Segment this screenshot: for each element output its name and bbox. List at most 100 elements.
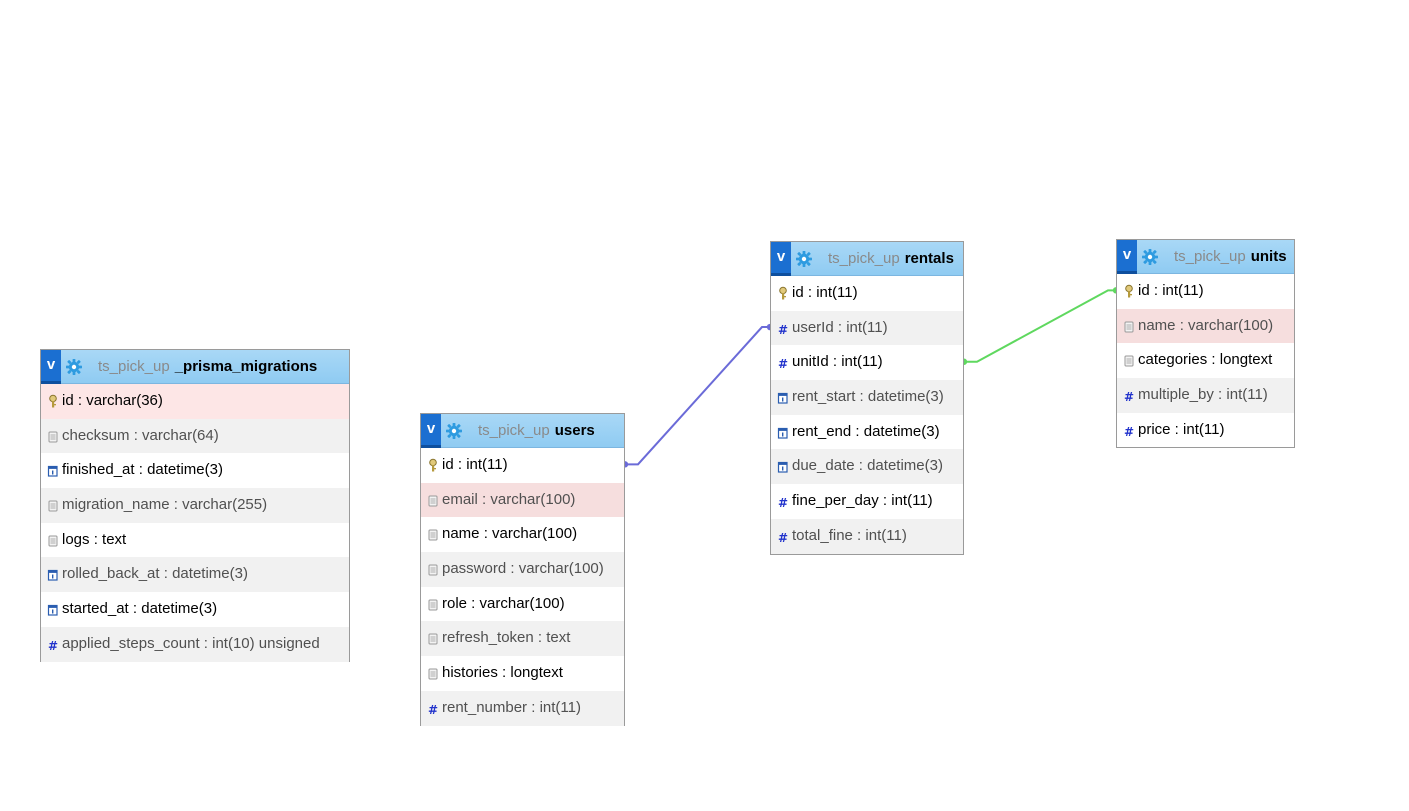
hash-icon: # [47,627,59,662]
column-row[interactable]: due_date : datetime(3) [771,449,963,485]
column-type: datetime(3) [141,600,218,618]
table-name: units [1250,248,1287,265]
column-row[interactable]: role : varchar(100) [421,587,624,622]
gear-icon[interactable] [65,358,83,376]
column-row[interactable]: logs : text [41,523,349,558]
column-separator: : [134,461,148,479]
column-row[interactable]: #userId : int(11) [771,310,963,346]
column-row[interactable]: checksum : varchar(64) [41,418,349,454]
column-row[interactable]: rolled_back_at : datetime(3) [41,557,349,593]
column-type: longtext [510,664,563,682]
column-type: varchar(100) [518,560,604,578]
column-row[interactable]: #price : int(11) [1117,413,1294,448]
collapse-toggle-button[interactable]: v [41,350,61,384]
column-type: text [102,530,127,548]
column-type: int(11) [865,526,907,544]
column-name: logs [62,530,90,548]
gear-icon[interactable] [795,250,813,268]
column-name: histories [442,664,498,682]
svg-text:#: # [1124,425,1134,439]
text-column-icon [427,587,439,622]
column-row[interactable]: id : int(11) [1117,274,1294,309]
column-name: refresh_token [442,629,534,647]
column-separator: : [1207,351,1220,369]
column-row[interactable]: rent_start : datetime(3) [771,380,963,415]
collapse-toggle-button[interactable]: v [1117,240,1137,274]
column-separator: : [533,629,547,647]
database-name: ts_pick_up [98,358,170,375]
column-separator: : [1170,420,1184,438]
column-name: role [442,594,468,612]
table-name: users [554,422,595,439]
column-separator: : [852,526,866,544]
column-separator: : [1149,282,1163,299]
svg-text:#: # [48,639,58,653]
column-row[interactable]: finished_at : datetime(3) [41,453,349,488]
column-row[interactable]: rent_end : datetime(3) [771,415,963,450]
gear-icon[interactable] [445,422,463,440]
column-type: varchar(64) [142,426,219,444]
database-name: ts_pick_up [478,422,550,439]
column-row[interactable]: id : varchar(36) [41,384,349,419]
column-row[interactable]: #unitId : int(11) [771,345,963,380]
column-name: name [442,525,480,543]
column-row[interactable]: migration_name : varchar(255) [41,488,349,523]
collapse-toggle-button[interactable]: v [771,242,791,276]
column-separator: : [479,525,493,543]
column-row[interactable]: name : varchar(100) [421,517,624,552]
column-row[interactable]: #applied_steps_count : int(10) unsigned [41,626,349,662]
column-separator: : [128,600,142,618]
column-separator: : [803,284,817,301]
text-column-icon [1123,343,1135,378]
column-row[interactable]: #total_fine : int(11) [771,518,963,554]
column-row[interactable]: id : int(11) [771,276,963,311]
column-row[interactable]: name : varchar(100) [1117,308,1294,344]
column-separator: : [159,565,173,583]
gear-icon[interactable] [1141,248,1159,266]
column-name: unitId [792,353,829,371]
column-row[interactable]: id : int(11) [421,448,624,483]
column-type: varchar(36) [86,392,163,409]
column-row[interactable]: #fine_per_day : int(11) [771,484,963,519]
key-icon [777,276,789,311]
column-name: rent_number [442,698,528,716]
column-type: datetime(3) [172,565,248,583]
hash-icon: # [1123,378,1135,413]
column-name: multiple_by [1138,386,1214,404]
column-separator: : [855,388,868,406]
column-row[interactable]: #multiple_by : int(11) [1117,378,1294,413]
column-row[interactable]: categories : longtext [1117,343,1294,378]
column-type: int(11) [466,456,508,473]
column-row[interactable]: password : varchar(100) [421,552,624,587]
column-name: migration_name [62,496,170,514]
column-separator: : [73,392,87,409]
table-name: rentals [904,250,954,267]
column-separator: : [453,456,467,473]
column-row[interactable]: started_at : datetime(3) [41,592,349,627]
column-name: started_at [62,600,129,618]
collapse-toggle-button[interactable]: v [421,414,441,448]
text-column-icon [47,523,59,558]
column-type: varchar(255) [182,496,268,514]
text-column-icon [427,552,439,587]
column-row[interactable]: email : varchar(100) [421,482,624,518]
column-row[interactable]: #rent_number : int(11) [421,690,624,726]
hash-icon: # [777,484,789,519]
column-row[interactable]: histories : longtext [421,656,624,691]
column-type: longtext [1219,351,1273,369]
text-column-icon [427,517,439,552]
column-type: datetime(3) [147,461,223,479]
column-name: rolled_back_at [62,565,160,583]
column-row[interactable]: refresh_token : text [421,621,624,657]
column-name: name [1138,316,1176,334]
